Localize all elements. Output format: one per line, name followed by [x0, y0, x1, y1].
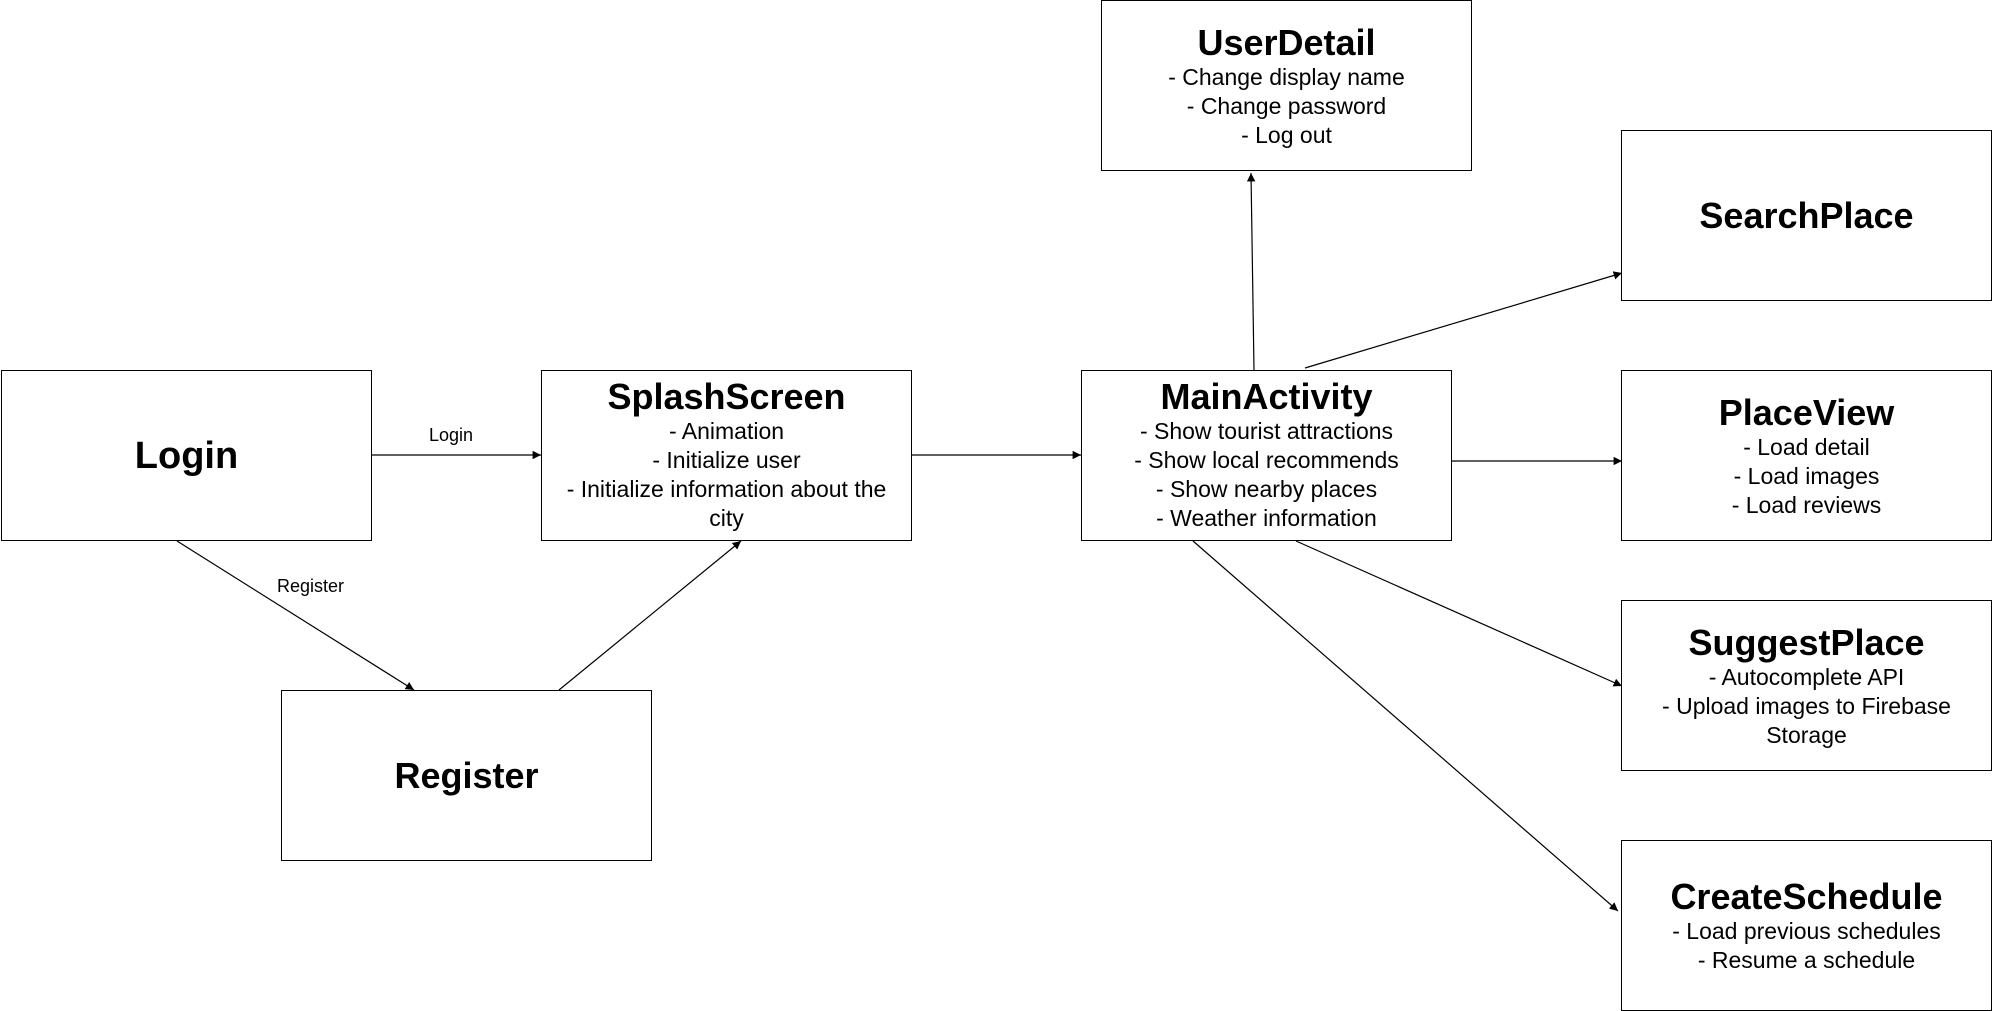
userdetail-items: - Change display name - Change password … — [1168, 63, 1405, 150]
edge-label-register: Register — [277, 576, 345, 596]
splashscreen-node: SplashScreen - Animation - Initialize us… — [541, 370, 912, 541]
edge-main-to-suggestplace — [1295, 540, 1623, 687]
suggestplace-item: - Upload images to Firebase Storage — [1662, 693, 1951, 748]
mainactivity-item: - Show local recommends — [1134, 447, 1399, 473]
placeview-node: PlaceView - Load detail - Load images - … — [1621, 370, 1992, 541]
edge-main-to-createschedule — [1192, 540, 1619, 912]
splashscreen-items: - Animation - Initialize user - Initiali… — [552, 417, 902, 533]
splashscreen-item: - Initialize user — [652, 447, 801, 473]
register-title: Register — [394, 754, 539, 796]
login-title: Login — [134, 434, 239, 477]
userdetail-title: UserDetail — [1197, 22, 1376, 63]
suggestplace-items: - Autocomplete API - Upload images to Fi… — [1647, 663, 1967, 750]
edge-label-login: Login — [429, 425, 474, 445]
splashscreen-title: SplashScreen — [607, 376, 846, 417]
suggestplace-node: SuggestPlace - Autocomplete API - Upload… — [1621, 600, 1992, 771]
splashscreen-item: - Initialize information about the city — [566, 476, 887, 531]
suggestplace-title: SuggestPlace — [1688, 622, 1925, 663]
searchplace-title: SearchPlace — [1699, 194, 1914, 236]
mainactivity-title: MainActivity — [1160, 376, 1373, 417]
userdetail-item: - Change password — [1186, 93, 1387, 119]
userdetail-item: - Change display name — [1168, 64, 1405, 90]
userdetail-node: UserDetail - Change display name - Chang… — [1101, 0, 1472, 171]
mainactivity-items: - Show tourist attractions - Show local … — [1134, 417, 1399, 533]
placeview-items: - Load detail - Load images - Load revie… — [1732, 433, 1882, 520]
createschedule-node: CreateSchedule - Load previous schedules… — [1621, 840, 1992, 1011]
edge-main-to-searchplace — [1304, 271, 1623, 369]
edge-login-to-register — [176, 540, 415, 691]
edge-main-to-userdetail — [1246, 172, 1256, 371]
mainactivity-item: - Show nearby places — [1155, 476, 1378, 502]
userdetail-item: - Log out — [1241, 122, 1332, 148]
searchplace-node: SearchPlace — [1621, 130, 1992, 301]
placeview-item: - Load detail — [1743, 434, 1870, 460]
mainactivity-node: MainActivity - Show tourist attractions … — [1081, 370, 1452, 541]
login-node: Login — [1, 370, 372, 541]
placeview-title: PlaceView — [1718, 392, 1895, 433]
placeview-item: - Load images — [1733, 463, 1880, 489]
createschedule-item: - Load previous schedules — [1672, 918, 1941, 944]
splashscreen-item: - Animation — [668, 418, 785, 444]
createschedule-title: CreateSchedule — [1670, 876, 1943, 917]
mainactivity-item: - Weather information — [1156, 505, 1377, 531]
createschedule-item: - Resume a schedule — [1697, 947, 1916, 973]
suggestplace-item: - Autocomplete API — [1708, 664, 1905, 690]
edge-register-to-splash — [558, 540, 742, 691]
register-node: Register — [281, 690, 652, 861]
createschedule-items: - Load previous schedules - Resume a sch… — [1672, 917, 1941, 975]
mainactivity-item: - Show tourist attractions — [1139, 418, 1394, 444]
placeview-item: - Load reviews — [1731, 492, 1882, 518]
